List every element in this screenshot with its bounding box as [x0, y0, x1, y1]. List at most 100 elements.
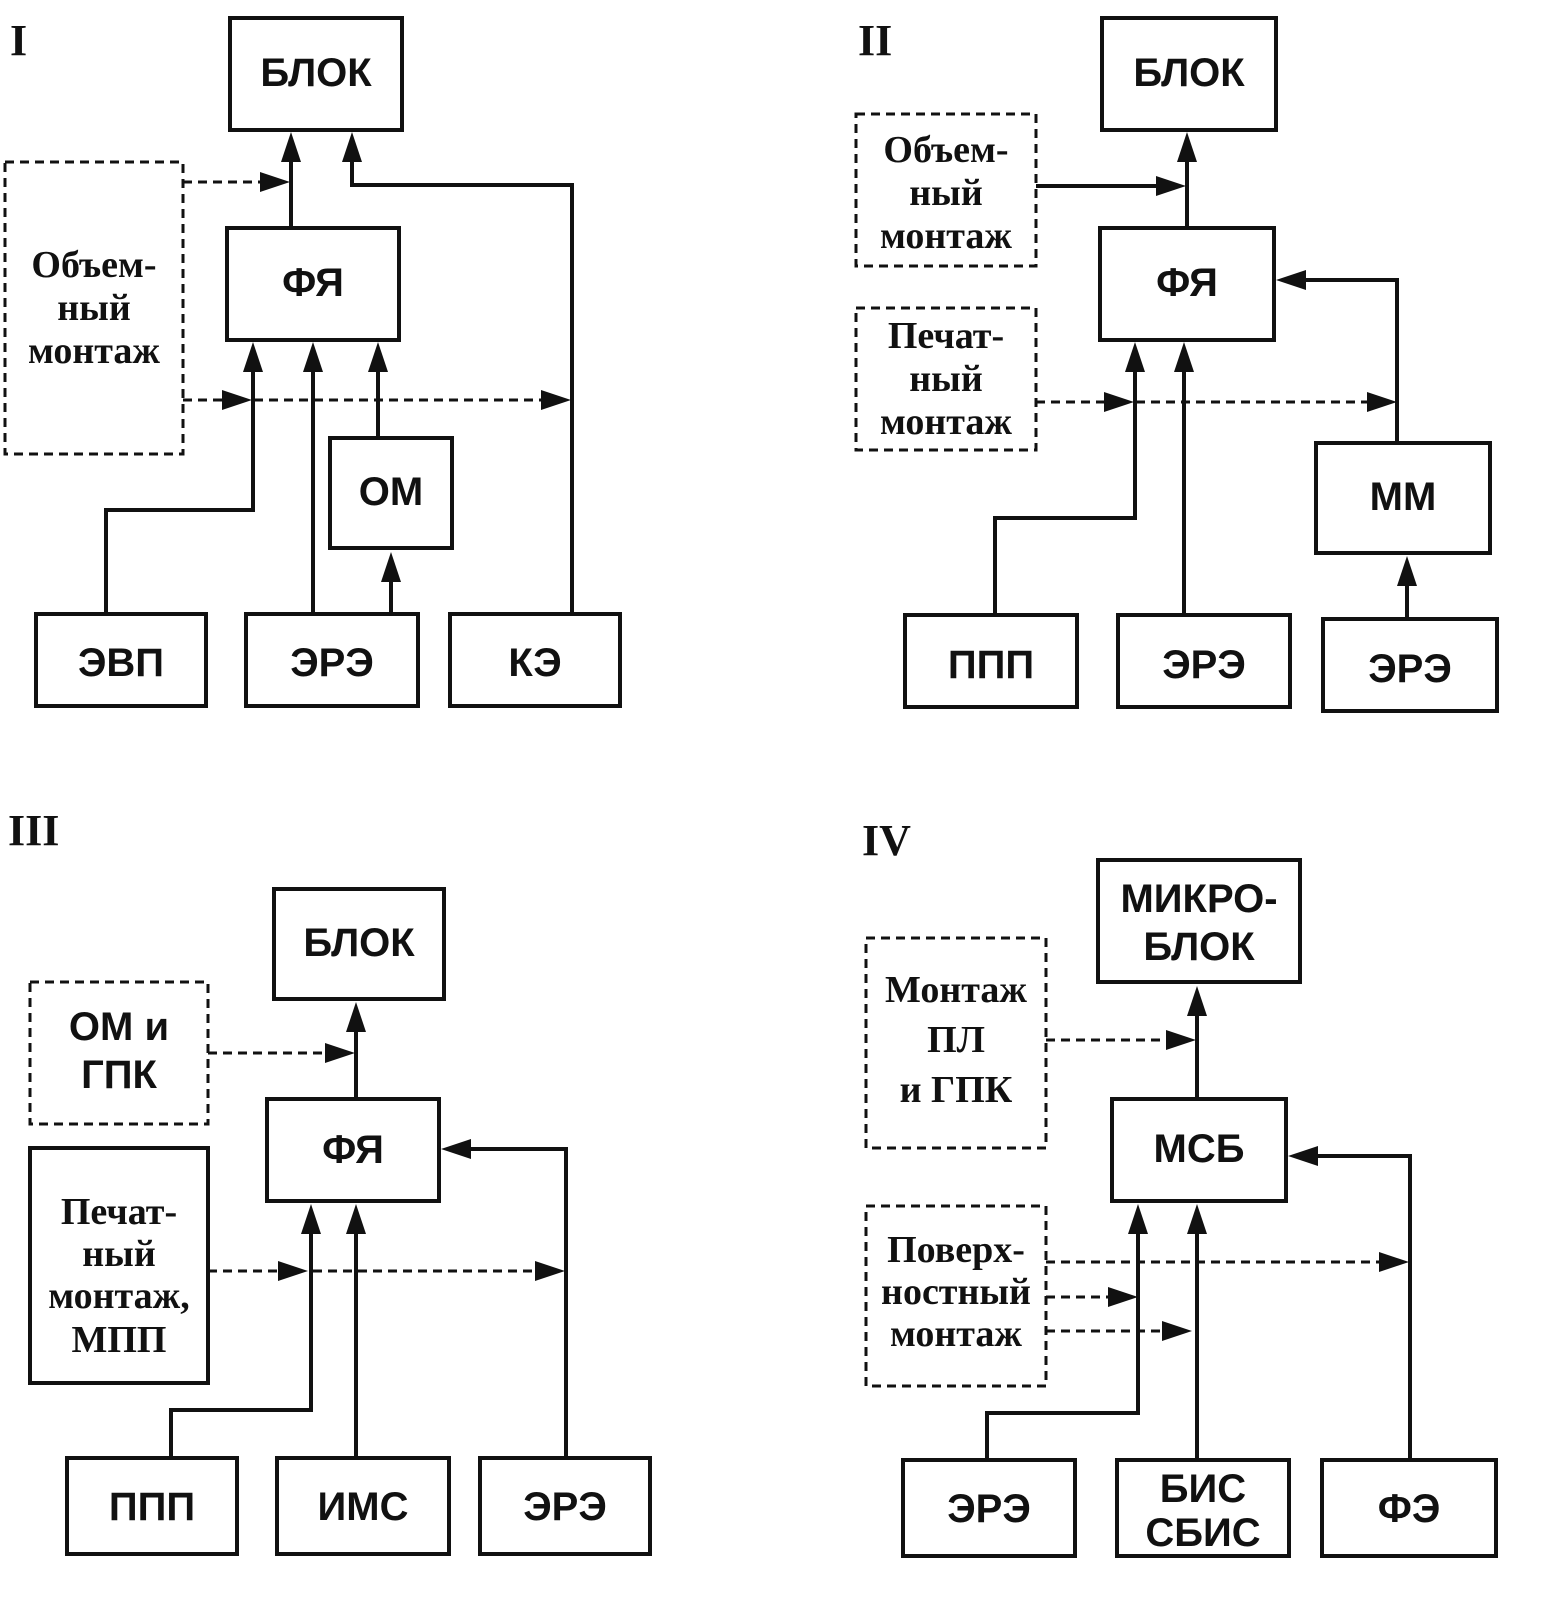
panel-1-ere-to-fya-arrowhead	[303, 342, 323, 372]
panel-2-volume-to-block-arrowhead	[1156, 176, 1186, 196]
panel-3-ere-to-fya-arrowhead	[441, 1139, 471, 1159]
panel-2-ppp-label: ППП	[948, 643, 1034, 687]
panel-4-microblock-box	[1096, 858, 1302, 984]
panel-2-mm-to-fya-line	[1306, 278, 1399, 443]
panel-2-printed-mounting-line-3: монтаж	[880, 401, 1012, 443]
panel-4-bis-line-1: БИС	[1160, 1467, 1246, 1511]
panel-1-evp-to-fya-arrowhead	[243, 342, 263, 372]
panel-4-surface-to-ere-arrowhead	[1108, 1287, 1138, 1307]
panel-1-ere-box	[244, 612, 420, 708]
panel-4-ere-to-msb-arrowhead	[1128, 1204, 1148, 1234]
panel-4-surface-mounting-line-3: монтаж	[890, 1313, 1022, 1355]
panel-4-surface-mounting-line-1: Поверх-	[887, 1229, 1025, 1271]
panel-3-ere-box	[478, 1456, 652, 1556]
panel-4-pl-to-microblock-arrowhead	[1166, 1030, 1196, 1050]
panel-1-volume-mounting-box	[3, 160, 185, 456]
panel-4-microblock-line-1: МИКРО-	[1120, 877, 1277, 921]
panel-3-fya-label: ФЯ	[322, 1128, 384, 1172]
panel-4-surface-mounting-line-2: ностный	[881, 1271, 1031, 1313]
panel-1-ke-label: КЭ	[508, 641, 561, 685]
panel-4-msb-to-microblock-arrowhead	[1187, 986, 1207, 1016]
panel-4-msb-label: МСБ	[1154, 1127, 1245, 1171]
panel-3-om-gpk-line-2: ГПК	[81, 1053, 157, 1097]
panel-2-printed-to-fya-arrowhead	[1104, 392, 1134, 412]
panel-1-fya-box	[225, 226, 401, 342]
panel-3-block-box	[272, 887, 446, 1001]
panel-1-block-box	[228, 16, 404, 132]
panel-1-volume-mounting-line-1: Объем-	[31, 244, 156, 286]
panel-3-printed-mounting-line-2: ный	[82, 1233, 155, 1275]
panel-3-fya-box	[265, 1097, 441, 1203]
panel-4-microblock-line-2: БЛОК	[1143, 925, 1255, 969]
panel-3-block-label: БЛОК	[303, 921, 415, 965]
panel-3-ims-box	[275, 1456, 451, 1556]
panel-1-om-label: ОМ	[359, 470, 423, 514]
panel-4-numeral: IV	[862, 816, 911, 865]
panel-1-block-label: БЛОК	[260, 51, 372, 95]
panel-4-bis-to-msb-arrowhead	[1187, 1204, 1207, 1234]
panel-2-printed-mounting-line-1: Печат-	[888, 315, 1004, 357]
panel-1-fya-to-block-arrowhead	[281, 132, 301, 162]
panel-2-printed-mounting-line-2: ный	[909, 358, 982, 400]
panel-2-mm-label: ММ	[1370, 475, 1437, 519]
panel-2-ere-to-fya-arrowhead	[1174, 342, 1194, 372]
panel-3-ims-label: ИМС	[318, 1485, 409, 1529]
panel-4-fe-label: ФЭ	[1378, 1487, 1441, 1531]
panel-4-fe-to-msb-line	[1318, 1154, 1412, 1460]
panel-3-ppp-label: ППП	[109, 1485, 195, 1529]
panel-1-mounting-to-fya-arrowhead	[222, 390, 252, 410]
panel-2-fya-label: ФЯ	[1156, 261, 1218, 305]
panel-3-printed-mounting-box	[28, 1146, 210, 1385]
panel-3-ppp-to-fya-line	[169, 1232, 313, 1458]
panel-1-evp-to-fya-line	[104, 370, 255, 614]
panel-2-fya-to-block-arrowhead	[1177, 132, 1197, 162]
panel-1-ere-to-om-arrowhead	[381, 552, 401, 582]
panel-3-fya-to-block-arrowhead	[346, 1002, 366, 1032]
panel-2-printed-to-mm-arrowhead	[1367, 392, 1397, 412]
panel-1-om-box	[328, 436, 454, 550]
panel-4-surface-to-bis-arrowhead	[1162, 1321, 1192, 1341]
panel-3: III БЛОК ФЯ ОМ и ГПК Печат- ный монтаж, …	[8, 806, 652, 1556]
panel-2-block-box	[1100, 16, 1278, 132]
panel-3-om-gpk-to-block-arrowhead	[325, 1043, 355, 1063]
panel-3-printed-to-ere-arrowhead	[535, 1261, 565, 1281]
panel-1-mounting-to-ke-arrowhead	[541, 390, 571, 410]
panel-1-ke-box	[448, 612, 622, 708]
panel-4-surface-to-fe-arrowhead	[1379, 1252, 1409, 1272]
panel-2-ppp-box	[903, 613, 1079, 709]
panel-4-bis-box	[1115, 1458, 1291, 1558]
panel-2-volume-mounting-line-3: монтаж	[880, 215, 1012, 257]
panel-2-volume-mounting-box	[854, 112, 1038, 268]
panel-2-printed-mounting-box	[854, 306, 1038, 452]
panel-4-fe-to-msb-arrowhead	[1288, 1146, 1318, 1166]
panel-2-block-label: БЛОК	[1133, 51, 1245, 95]
panel-4-bis-line-2: СБИС	[1145, 1511, 1260, 1555]
panel-2-mm-box	[1314, 441, 1492, 555]
panel-1: I БЛОК ФЯ Объем- ный монтаж ОМ ЭВП ЭРЭ К…	[3, 16, 622, 708]
panel-1-numeral: I	[10, 16, 27, 65]
panel-2-ere2-label: ЭРЭ	[1368, 647, 1452, 691]
panel-3-ere-to-fya-line	[471, 1147, 568, 1458]
panel-2-ppp-to-fya-line	[993, 370, 1137, 615]
panel-2-mm-to-fya-arrowhead	[1276, 270, 1306, 290]
panel-4: IV МИКРО- БЛОК МСБ Монтаж ПЛ и ГПК Повер…	[862, 816, 1498, 1558]
panel-2-ere-to-mm-arrowhead	[1397, 556, 1417, 586]
panel-3-ims-to-fya-arrowhead	[346, 1204, 366, 1234]
panel-2-ere1-box	[1116, 613, 1292, 709]
panel-2-volume-mounting-line-2: ный	[909, 172, 982, 214]
panel-2-volume-mounting-line-1: Объем-	[883, 129, 1008, 171]
panel-3-ere-label: ЭРЭ	[523, 1485, 607, 1529]
panel-1-evp-box	[34, 612, 208, 708]
panel-1-volume-mounting-line-2: ный	[57, 287, 130, 329]
panel-2-fya-box	[1098, 226, 1276, 342]
panel-2-ere1-label: ЭРЭ	[1162, 643, 1246, 687]
panel-3-numeral: III	[8, 806, 59, 855]
panel-4-pl-mounting-line-3: и ГПК	[900, 1069, 1013, 1111]
panel-4-pl-mounting-line-2: ПЛ	[927, 1019, 985, 1061]
panel-2-ere2-box	[1321, 617, 1499, 713]
panel-1-mounting-to-block-arrowhead	[260, 172, 290, 192]
panel-1-ere-label: ЭРЭ	[290, 641, 374, 685]
panel-3-ppp-box	[65, 1456, 239, 1556]
panel-2: II БЛОК ФЯ Объем- ный монтаж Печат- ный …	[854, 16, 1499, 713]
